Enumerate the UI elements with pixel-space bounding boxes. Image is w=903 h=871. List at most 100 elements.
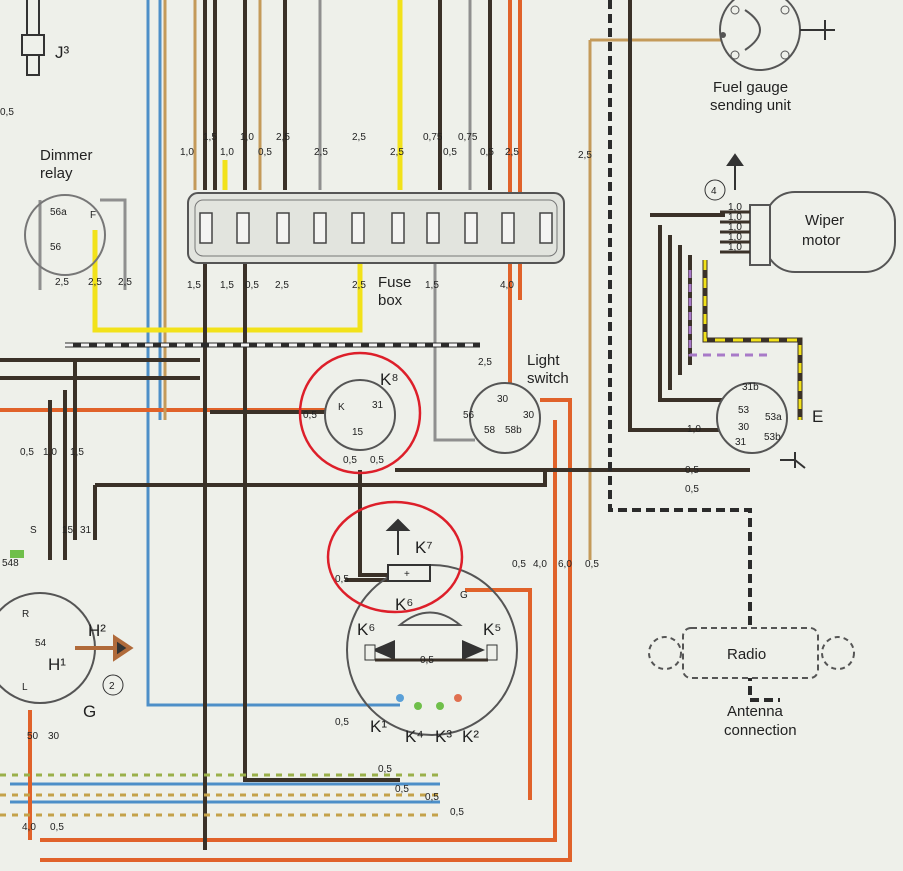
wire-size-label: 2,5 [118,277,132,288]
wire-size-label: 1,0 [220,147,234,158]
wire-size-label: 0,5 [303,410,317,421]
wire-size-label: 0,5 [50,822,64,833]
light-switch-terminal-30: 30 [497,394,509,405]
wire-size-label: 1,0 [728,222,742,233]
light-switch-label-line1: Light [527,352,560,369]
g-terminal-30: 30 [48,731,60,742]
wire-size-label: 0,75 [423,132,443,143]
wire-size-label: 0,5 [425,792,439,803]
g-terminal-548: 548 [2,558,19,569]
wire-size-label: 1,0 [180,147,194,158]
g-terminal-31: 31 [80,525,92,536]
wire-size-label: 0,5 [378,764,392,775]
h2-label: H² [88,621,106,640]
wire-size-label: 0,5 [450,807,464,818]
g-terminal-15: 15 [62,525,74,536]
highlight-circle-k8 [298,351,422,475]
wire-size-label: 0,5 [395,784,409,795]
k2-label: K² [462,727,479,746]
g-terminal-54: 54 [35,638,47,649]
k4-label: K⁴ [405,727,424,746]
g-terminal-l: L [22,682,28,693]
wire-size-label: 2,5 [88,277,102,288]
wire-size-label: 4,0 [500,280,514,291]
antenna-label-line1: Antenna [727,703,784,720]
dimmer-terminal-f: F [90,210,96,221]
wire-size-label: 1,0 [240,132,254,143]
wire-size-label: 1,5 [70,447,84,458]
k1-label: K¹ [370,717,387,736]
g-terminal-50: 50 [27,731,39,742]
wire-size-label: 0,5 [480,147,494,158]
wire-size-label: 2,5 [390,147,404,158]
wire-size-label: 2,5 [352,280,366,291]
k8-terminal-k: K [338,402,345,413]
k5-label: K⁵ [483,620,501,639]
wire-size-label: 1,0 [728,242,742,253]
light-switch-terminal-30b: 30 [523,410,535,421]
wiper-switch-e: E 31b 53 53a 30 31 53b 1,0 0,5 0,5 2,5 [578,150,823,495]
h1-label: H¹ [48,655,66,674]
striped-wires [0,0,803,817]
wire-size-label: 2,5 [505,147,519,158]
wire-size-label: 0,5 [245,280,259,291]
wire-size-label: 4,0 [533,559,547,570]
e-terminal-53a: 53a [765,412,782,423]
wire-size-label: 0,5 [343,455,357,466]
wire-size-label: 0,5 [420,655,434,666]
light-switch-terminal-58: 58 [484,425,496,436]
wire-size-label: 2,5 [352,132,366,143]
k6-top-label: K⁶ [395,595,413,614]
wire-size-label: 2,5 [314,147,328,158]
wire-size-label: 2,5 [275,280,289,291]
k6-g-terminal: G [460,590,468,601]
wiper-motor: Wiper motor 4 1,0 1,0 1,0 1,0 1,0 [704,153,896,273]
radio: Radio Antenna connection [648,627,855,739]
radio-label: Radio [727,646,766,663]
wire-size-label: 0,75 [458,132,478,143]
e-terminal-31: 31 [735,437,747,448]
tan-wires [163,0,740,560]
dimmer-relay-label-line1: Dimmer [40,147,93,164]
antenna-label-line2: connection [724,722,797,739]
g-label: G [83,702,96,721]
wire-size-label: 0,5 [370,455,384,466]
dimmer-terminal-56a: 56a [50,207,67,218]
light-switch-terminal-56: 56 [463,410,475,421]
k6-left-label: K⁶ [357,620,375,639]
k7-label: K⁷ [415,538,433,557]
fuse-box-label-line1: Fuse [378,274,411,291]
e-terminal-31b: 31b [742,382,759,393]
wire-size-label: 2,5 [578,150,592,161]
wire-size-label: 0,5 [685,465,699,476]
wire-size-label: 1,5 [425,280,439,291]
e-terminal-30: 30 [738,422,750,433]
wire-size-label: 1,0 [728,202,742,213]
wire-size-label: 0,5 [512,559,526,570]
highlight-circle-k7-k6 [326,500,464,614]
wire-size-label: 1,0 [728,212,742,223]
light-switch-label-line2: switch [527,370,569,387]
light-switch-terminal-58b: 58b [505,425,522,436]
wiper-ref-number: 4 [711,186,717,197]
wire-size-label: 0,5 [0,107,14,118]
wire-size-label: 0,5 [335,717,349,728]
wiper-label-line2: motor [802,232,840,249]
dark-wires [0,0,750,850]
yellow-wires [92,0,403,333]
k8-label: K⁸ [380,370,399,389]
wire-size-label: 2,5 [478,357,492,368]
generator-gauge-g: H² H¹ G 2 S 15 31 548 R 54 L 30 50 4,0 0… [0,525,134,833]
wire-size-label: 0,5 [20,447,34,458]
wire-size-label: 1,0 [43,447,57,458]
fuel-gauge-sending-unit: Fuel gauge sending unit [710,0,835,114]
fuel-gauge-label-line1: Fuel gauge [713,79,788,96]
wire-size-label: 2,5 [55,277,69,288]
e-terminal-53b: 53b [764,432,781,443]
wire-size-label: 1,5 [187,280,201,291]
dimmer-relay: Dimmer relay 56a F 56 [24,147,106,276]
wire-size-label: 0,5 [685,484,699,495]
fuse-box: Fuse box 1,0 1,5 1,0 1,0 0,5 2,5 2,5 2,5… [180,132,565,309]
j3-label: J³ [55,43,70,62]
wire-size-label: 0,5 [258,147,272,158]
